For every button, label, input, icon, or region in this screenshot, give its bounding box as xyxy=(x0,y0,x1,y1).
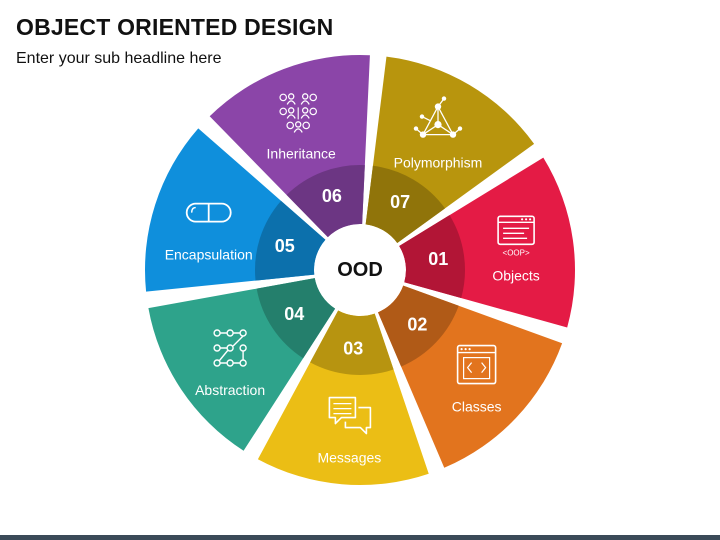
center-label: OOD xyxy=(337,259,383,281)
segment-inner-band xyxy=(310,310,394,376)
bottom-bar xyxy=(0,535,720,540)
segment-inner-band xyxy=(254,200,326,281)
segment-inner-band xyxy=(365,165,446,244)
chat-bubbles-icon xyxy=(328,396,372,435)
segment-label: Classes xyxy=(452,399,502,415)
page-subtitle: Enter your sub headline here xyxy=(16,50,222,67)
people-hierarchy-icon xyxy=(279,93,318,133)
segment-07: 07 Polymorphism xyxy=(365,56,535,244)
segments-layer: 01<OOP>Objects02Classes03Messages04Abstr… xyxy=(144,55,575,485)
segment-label: Abstraction xyxy=(195,382,265,398)
segment-inner-band xyxy=(286,165,365,238)
oop-badge-text: <OOP> xyxy=(503,248,530,257)
node-network-icon xyxy=(213,329,247,367)
segment-label: Objects xyxy=(492,267,539,283)
segment-number: 01 xyxy=(428,249,448,269)
capsule-icon xyxy=(185,202,232,223)
segment-label: Inheritance xyxy=(267,145,336,161)
segment-label: Messages xyxy=(317,450,381,466)
segment-number: 02 xyxy=(407,314,427,334)
molecule-icon xyxy=(413,96,463,138)
segment-label: Polymorphism xyxy=(394,155,483,171)
segment-number: 05 xyxy=(275,236,295,256)
oop-window-icon: <OOP> xyxy=(497,215,535,257)
segment-number: 04 xyxy=(284,304,304,324)
segment-number: 06 xyxy=(322,186,342,206)
segment-number: 03 xyxy=(343,339,363,359)
code-window-icon xyxy=(456,344,497,385)
segment-number: 07 xyxy=(390,192,410,212)
segment-label: Encapsulation xyxy=(165,247,253,263)
segment-06: 06 Inheritance xyxy=(209,55,370,238)
segment-inner-band xyxy=(378,285,459,367)
segment-inner-band xyxy=(256,278,336,359)
segment-inner-band xyxy=(399,215,466,299)
page-title: OBJECT ORIENTED DESIGN xyxy=(16,14,334,40)
segment-01: 01 <OOP> Objects xyxy=(399,157,575,328)
